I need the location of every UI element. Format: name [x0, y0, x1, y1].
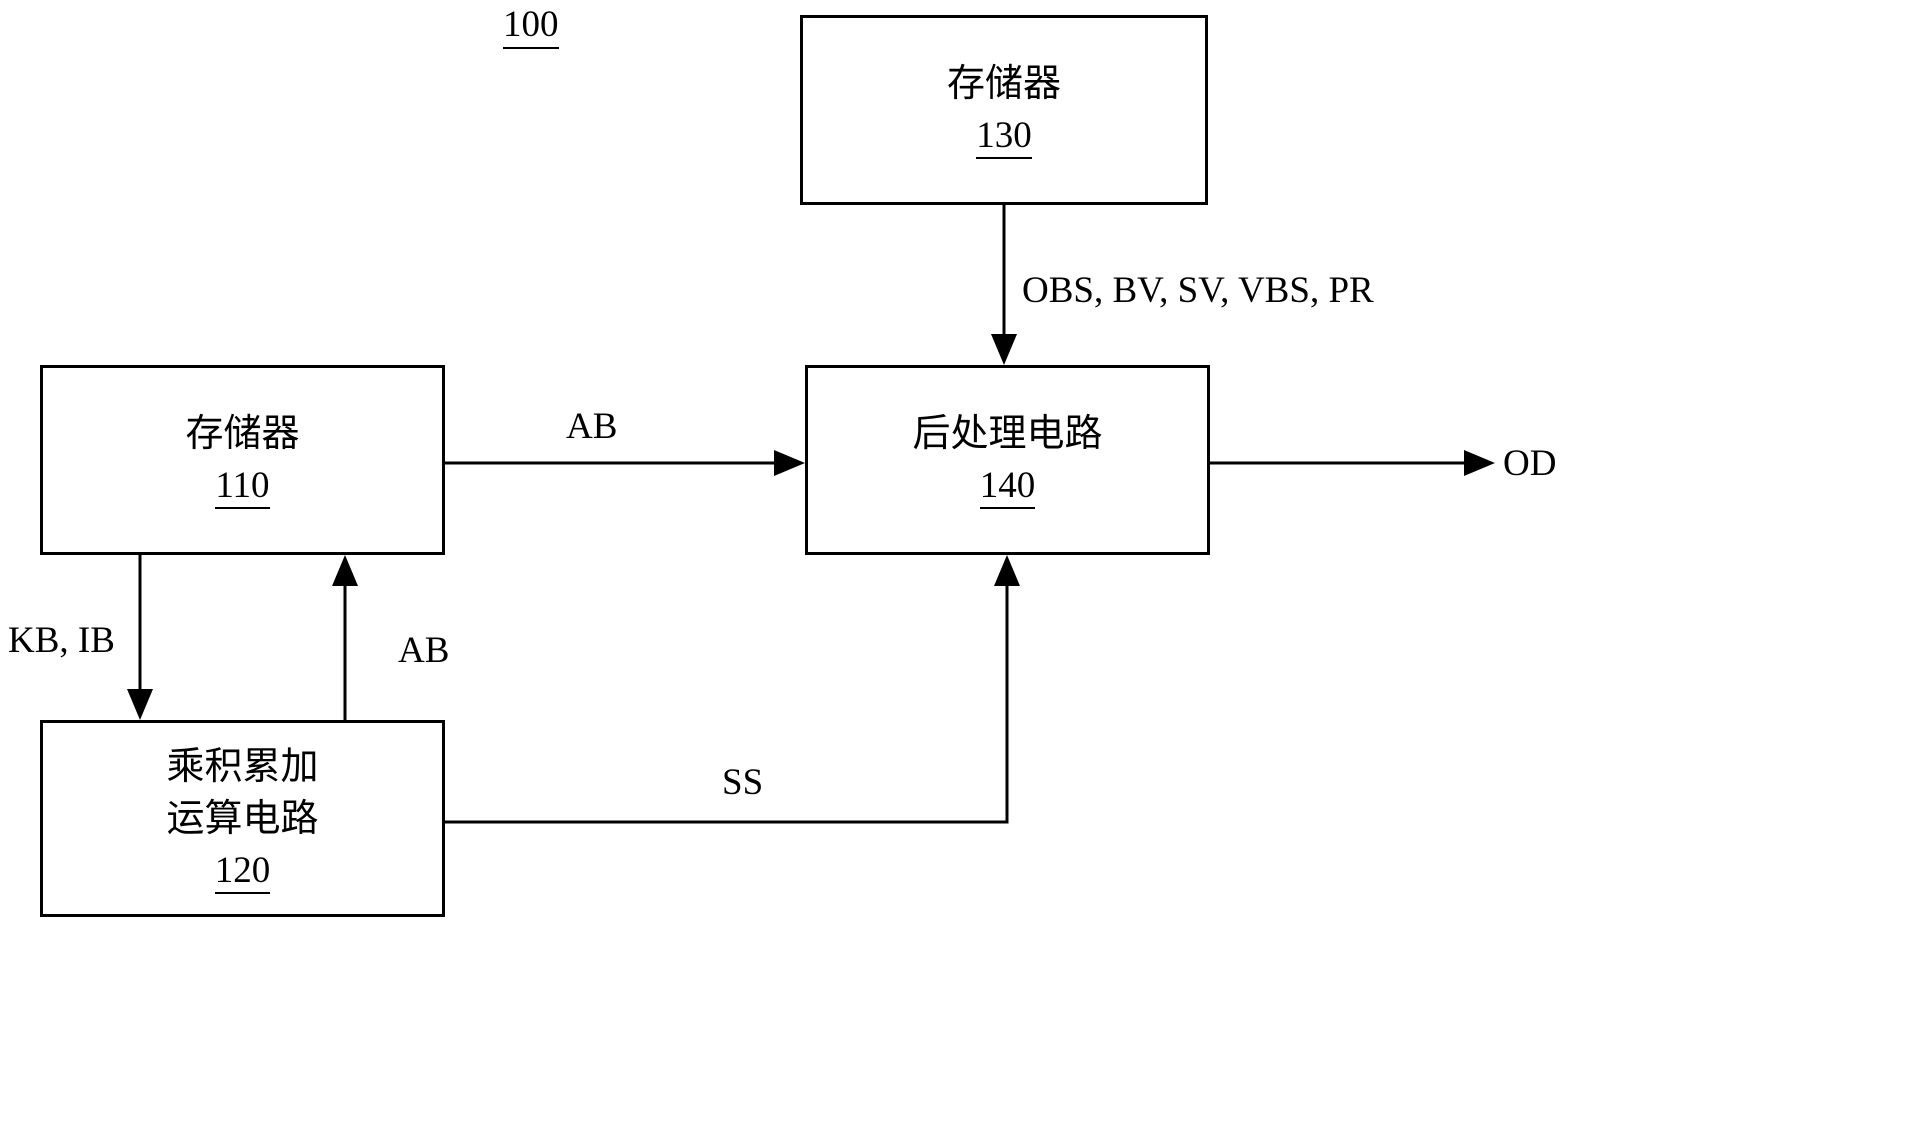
- edge-postproc-output-arrowhead: [1464, 450, 1495, 476]
- edge-label-ab-vertical: AB: [398, 630, 450, 671]
- box-post-processing-140: 后处理电路 140: [805, 365, 1210, 555]
- edge-memory110-to-postproc-arrowhead: [774, 450, 805, 476]
- edge-mac-to-postproc-arrowhead: [994, 555, 1020, 586]
- box-post-processing-140-ref-text: 140: [979, 465, 1036, 509]
- box-mac-120: 乘积累加 运算电路 120: [40, 720, 445, 917]
- edge-memory110-to-mac-arrowhead: [127, 689, 153, 720]
- box-mac-120-ref: 120: [214, 845, 271, 897]
- box-memory-110: 存储器 110: [40, 365, 445, 555]
- box-mac-120-title-line1: 乘积累加: [166, 745, 319, 788]
- box-memory-110-title: 存储器: [185, 413, 300, 455]
- figure-label: 100: [503, 4, 559, 49]
- box-post-processing-140-ref: 140: [979, 460, 1036, 512]
- box-memory-130-title: 存储器: [946, 63, 1061, 105]
- box-memory-110-ref: 110: [215, 460, 270, 512]
- edge-mac-to-postproc-line: [445, 584, 1009, 824]
- box-mac-120-ref-text: 120: [214, 849, 271, 894]
- edge-label-ss: SS: [722, 762, 764, 803]
- box-memory-130-ref: 130: [976, 110, 1032, 162]
- edge-label-kb-ib: KB, IB: [8, 620, 115, 661]
- edge-label-ab-horizontal: AB: [566, 406, 618, 447]
- edge-label-obs-bv-sv-vbs-pr: OBS, BV, SV, VBS, PR: [1022, 270, 1374, 311]
- edge-mac-to-memory110-arrowhead: [332, 555, 358, 586]
- box-memory-130-ref-text: 130: [976, 115, 1032, 159]
- box-mac-120-title-line2: 运算电路: [166, 797, 319, 840]
- box-memory-130: 存储器 130: [800, 15, 1208, 205]
- edge-memory130-to-postproc-arrowhead: [991, 334, 1017, 365]
- box-post-processing-140-title: 后处理电路: [912, 413, 1103, 455]
- edge-label-od: OD: [1503, 443, 1557, 484]
- box-memory-110-ref-text: 110: [215, 465, 270, 509]
